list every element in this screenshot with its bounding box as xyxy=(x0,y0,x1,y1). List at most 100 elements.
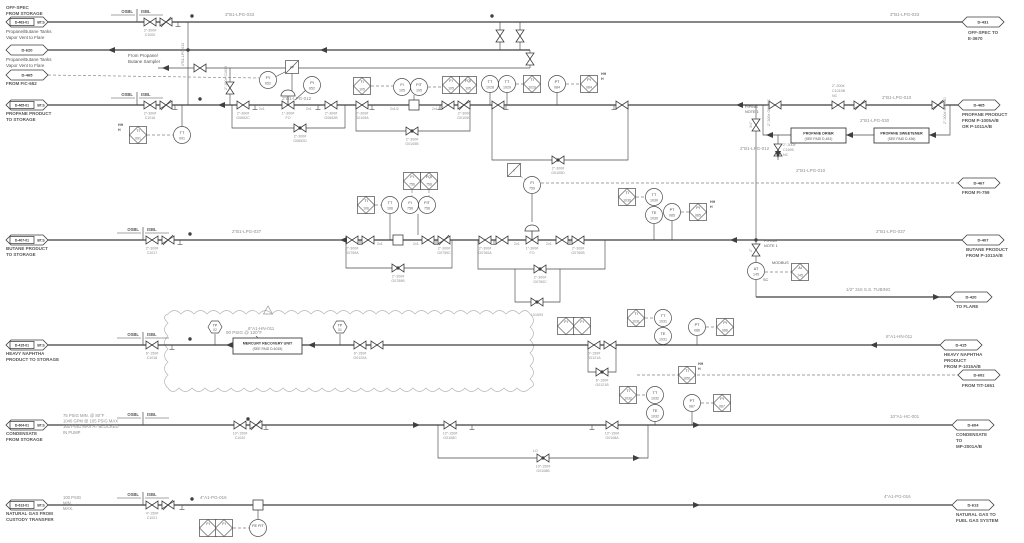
instrument-TT-106 xyxy=(381,196,399,214)
check-flag xyxy=(438,234,450,246)
offpage-connector-D-620 xyxy=(5,44,49,56)
junction-dot xyxy=(490,14,494,18)
gate-valve-g xyxy=(603,340,617,350)
instrument-FY-652 xyxy=(259,71,277,89)
osbl-label: OSBL xyxy=(127,412,139,417)
instrument-AI-145-tag: AI xyxy=(798,266,802,270)
rotated-label: 2"-300# C1013 xyxy=(224,66,228,90)
equipment-box xyxy=(873,127,930,144)
caption-text: 2"-300# xyxy=(783,143,795,147)
caption-text: BUTANE PRODUCT xyxy=(6,246,48,251)
instrument-PI-085-num: 085 xyxy=(695,214,701,218)
connector-suffix: BT.S xyxy=(37,424,45,428)
caption-text: OFF-SPEC xyxy=(6,5,30,10)
junction-dot xyxy=(190,14,194,18)
instrument-FI-105 xyxy=(393,78,411,96)
instrument-TI-1029-diamond xyxy=(523,75,541,93)
instrument-TI-091-tag: TI xyxy=(136,129,139,133)
instrument-TI-1651-diamond xyxy=(678,366,696,384)
instrument-PT-084 xyxy=(548,75,566,93)
caption-text: PRODUCT xyxy=(944,358,967,363)
valve-spec: 2"-300# xyxy=(479,247,491,251)
equipment-box xyxy=(232,337,303,355)
valve-tag: G0760A xyxy=(478,251,492,255)
connector-suffix: BT.S xyxy=(37,104,45,108)
instrument-TT-1031-num: 1031 xyxy=(659,320,667,324)
instrument-PT-087-num: 087 xyxy=(689,405,695,409)
valve-spec: 10"-150# xyxy=(233,432,247,436)
connection-line xyxy=(491,105,629,161)
instrument-PI-652-tag: PI xyxy=(310,81,314,85)
instrument-FI-tag: FI xyxy=(206,522,209,526)
instrument-TI-1029-tag: TI xyxy=(530,78,533,82)
instrument-TT-1029-num: 1029 xyxy=(503,86,511,90)
instrument-FY-652-tag: FY xyxy=(266,76,271,80)
instrument-FQI-105-tag: FQI xyxy=(465,79,471,83)
caption-text: 2x1 xyxy=(259,107,265,111)
caption-text: 75 PSIG MIN. @ 80°F xyxy=(63,413,105,418)
caption-text: Vapor Vent to Flare xyxy=(6,35,45,40)
instrument-TT-1029 xyxy=(498,75,516,93)
instrument-TE-1032-num: 1032 xyxy=(651,415,659,419)
valve-tag: G0759B xyxy=(391,279,405,283)
valve-tag: G0652D xyxy=(293,139,307,143)
instrument-FI-759-tag: FI xyxy=(530,181,533,185)
caption-text: TO xyxy=(956,438,963,443)
flow-arrow xyxy=(413,422,420,428)
caption-text: OFF-SPEC TO xyxy=(968,30,999,35)
connection-line xyxy=(477,240,606,270)
caption-text: TO STORAGE xyxy=(6,117,36,122)
instrument-TI-106-tag: TI xyxy=(364,199,367,203)
connector-label: D-620 xyxy=(22,48,34,53)
caption-text: PRODUCT TO STORAGE xyxy=(6,357,59,362)
junction-dot xyxy=(190,497,194,501)
junction-dot xyxy=(198,97,202,101)
instrument-PI-652 xyxy=(303,76,321,94)
connector-box-label: D-465-01 xyxy=(15,104,29,108)
instrument-PI-084-num: 084 xyxy=(586,86,592,90)
flow-arrow xyxy=(162,65,169,71)
caption-text: Propane/Butane Tanks xyxy=(6,29,52,34)
caption-text: NC xyxy=(832,94,838,98)
flow-arrow xyxy=(340,237,347,243)
gate-valve-g xyxy=(495,235,509,245)
valve-spec: 2"-300# xyxy=(346,247,358,251)
connector-label: D-604 xyxy=(968,423,980,428)
instrument-TT-091-num: 091 xyxy=(179,137,185,141)
valve-tag: G0105C xyxy=(457,116,471,120)
flow-arrow xyxy=(730,237,737,243)
offpage-connector-D-465 xyxy=(957,99,1001,111)
connector-label: D-415 xyxy=(956,343,968,348)
caption-text: FROM P-1005A/B xyxy=(962,118,1000,123)
gate-valve-vg xyxy=(751,243,761,257)
connector-box-label: D-463-01 xyxy=(15,21,29,25)
instrument-TI-1651-num: 1651 xyxy=(683,377,691,381)
gate-valve-vg xyxy=(525,52,535,66)
instrument-TT-1030 xyxy=(645,188,663,206)
caption-text: 2"B1-LPG-012 xyxy=(740,146,770,151)
connection-line xyxy=(294,89,307,101)
caption-text: FUEL GAS SYSTEM xyxy=(956,518,999,523)
instrument-FI-759-num: 759 xyxy=(529,187,535,191)
offpage-connector-D-431 xyxy=(961,16,1005,28)
instrument-TT-1028-tag: TT xyxy=(488,80,493,84)
flow-arrow xyxy=(633,455,640,461)
valve-spec: 2"-300# xyxy=(552,167,564,171)
caption-text: CONDENSATE xyxy=(6,431,37,436)
caption-text: 2"B1-LPG-012 xyxy=(282,96,312,101)
instrument-TI-1032-num: 1032 xyxy=(624,397,632,401)
caption-text: BUTANE PRODUCT xyxy=(966,247,1008,252)
caption-text: TO FLARE xyxy=(956,304,978,309)
instrument-TI-106-num: 106 xyxy=(363,207,369,211)
valve-tag: G0652B xyxy=(324,116,338,120)
check-flag xyxy=(250,419,262,431)
caption-text: NATURAL GAS TO xyxy=(956,512,996,517)
valve-tag: G0121B xyxy=(595,383,609,387)
instrument-PT-084-tag: PT xyxy=(555,80,561,84)
gate-valve-g xyxy=(768,100,782,110)
caption-text: E-3670 xyxy=(968,36,983,41)
caption-text: 2x1/2 xyxy=(432,107,441,111)
gate-valve-C1016 xyxy=(143,100,157,110)
flow-arrow xyxy=(929,132,936,138)
